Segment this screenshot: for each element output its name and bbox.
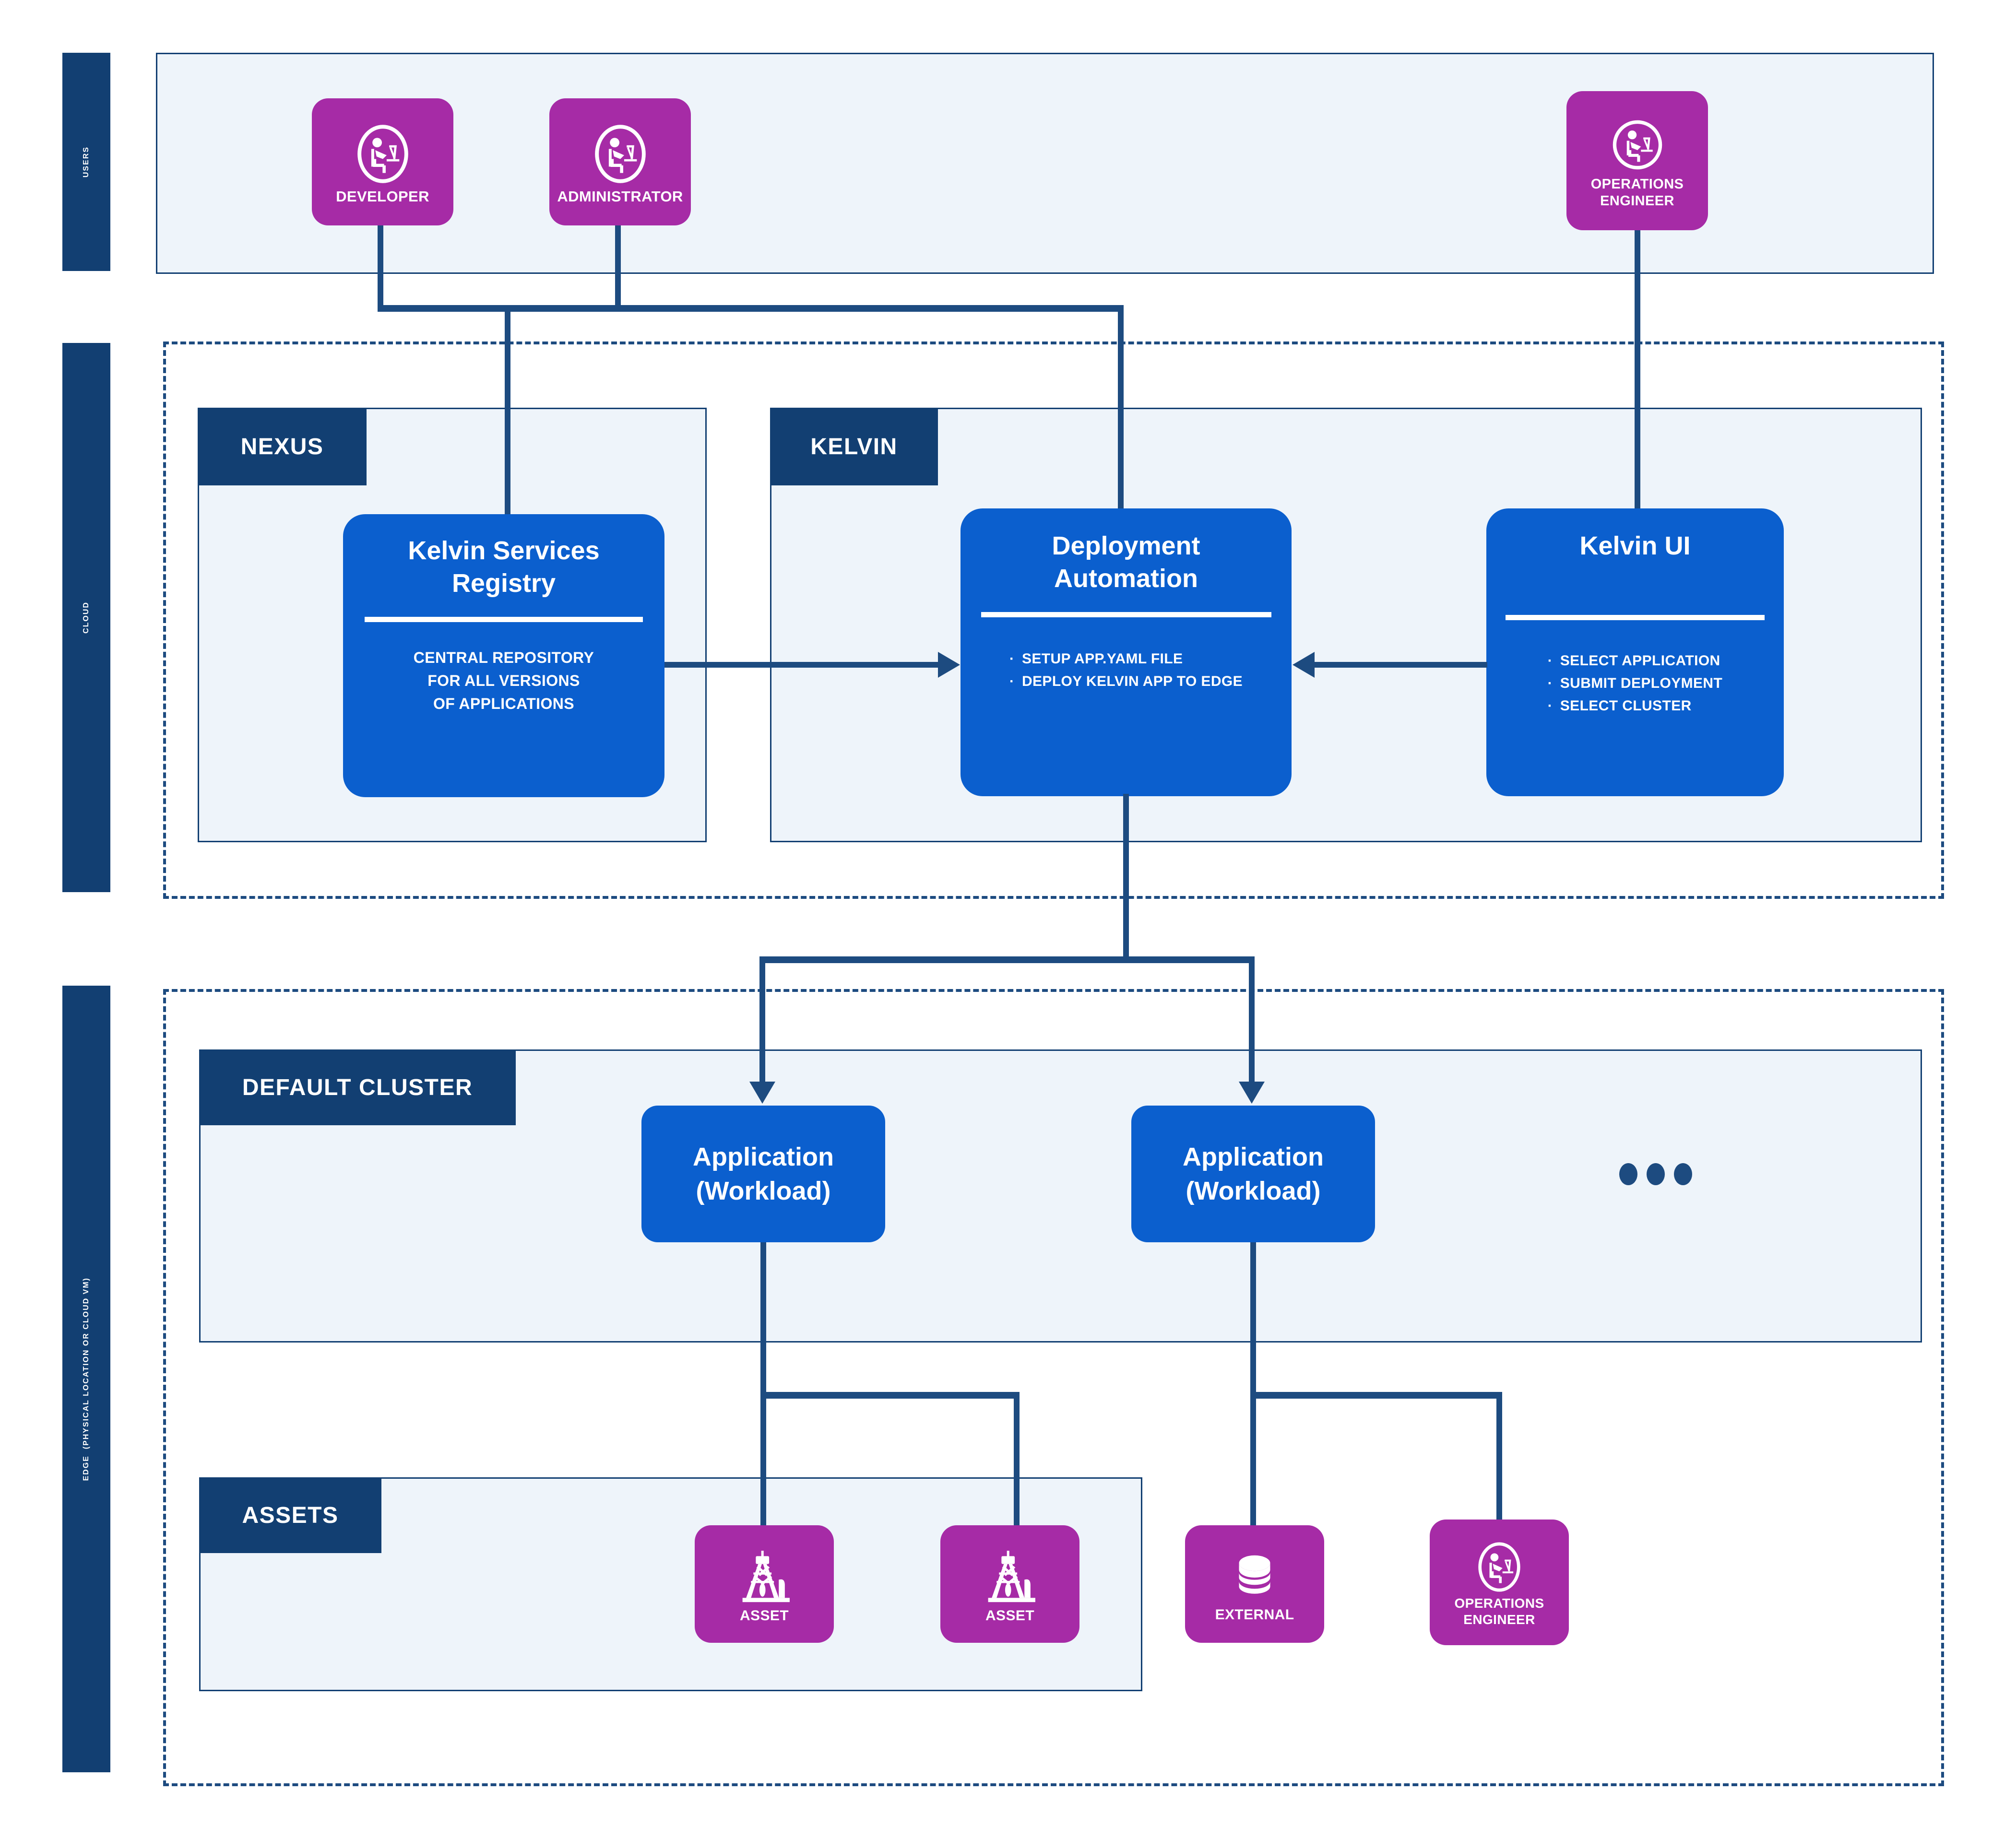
- nexus-group-tab: NEXUS: [198, 408, 367, 485]
- bullet-dot: ·: [1009, 673, 1015, 690]
- connector-workload-2-down: [1250, 1242, 1256, 1429]
- connector-registry-to-deployment: [664, 662, 939, 668]
- database-icon: [1227, 1548, 1282, 1606]
- card-divider: [365, 617, 643, 623]
- card-application-workload-1[interactable]: Application (Workload): [641, 1106, 885, 1242]
- ellipsis-dot: [1674, 1163, 1692, 1185]
- card-deployment-automation-title: Deployment Automation: [1052, 531, 1200, 593]
- lane-label-edge: EDGE (PHYSICAL LOCATION OR CLOUD VM): [62, 986, 110, 1772]
- connector-workload-2-to-external: [1250, 1392, 1256, 1526]
- edge-dashed-region: [163, 989, 1944, 1786]
- connector-workload-2-to-operations-engineer: [1496, 1392, 1502, 1526]
- default-cluster-group-tab: DEFAULT CLUSTER: [199, 1049, 516, 1125]
- list-item: · SETUP APP.YAML FILE: [1009, 651, 1243, 667]
- lane-label-cloud-text: CLOUD: [82, 601, 90, 634]
- lane-label-edge-text: EDGE (PHYSICAL LOCATION OR CLOUD VM): [82, 1277, 90, 1481]
- connector-bus-to-registry: [505, 305, 510, 516]
- lane-label-cloud: CLOUD: [62, 343, 110, 892]
- arrow-to-workload-2: [1239, 1082, 1265, 1104]
- edge-badge-operations-engineer[interactable]: OPERATIONS ENGINEER: [1430, 1520, 1569, 1645]
- edge-badge-operations-engineer-label: OPERATIONS ENGINEER: [1454, 1595, 1544, 1627]
- connector-workload-1-down: [760, 1242, 766, 1429]
- kelvin-group-tab: KELVIN: [770, 408, 938, 485]
- connector-bus-to-deployment: [1118, 305, 1124, 516]
- cloud-dashed-region: [163, 342, 1944, 899]
- card-application-workload-2-label: Application (Workload): [1183, 1143, 1324, 1205]
- connector-administrator-vertical: [615, 225, 621, 310]
- card-kelvin-services-registry-subtext: CENTRAL REPOSITORY FOR ALL VERSIONS OF A…: [413, 649, 594, 713]
- oil-rig-icon: [734, 1545, 795, 1607]
- card-deployment-automation-bullets: · SETUP APP.YAML FILE · DEPLOY KELVIN AP…: [1009, 651, 1243, 690]
- user-badge-administrator[interactable]: ADMINISTRATOR: [549, 98, 691, 225]
- assets-group-label: ASSETS: [242, 1502, 339, 1528]
- bullet-text: DEPLOY KELVIN APP TO EDGE: [1021, 673, 1243, 690]
- edge-badge-asset-2[interactable]: ASSET: [940, 1525, 1079, 1643]
- list-item: · SUBMIT DEPLOYMENT: [1548, 675, 1722, 692]
- user-badge-operations-engineer-label: OPERATIONS ENGINEER: [1590, 176, 1684, 209]
- bullet-dot: ·: [1547, 675, 1553, 692]
- arrow-to-workload-1: [749, 1082, 775, 1104]
- person-at-desk-icon: [1472, 1539, 1526, 1595]
- connector-users-bus-horizontal: [378, 305, 1124, 312]
- oil-rig-icon: [980, 1545, 1040, 1607]
- edge-badge-asset-1[interactable]: ASSET: [695, 1525, 834, 1643]
- card-kelvin-ui-bullets: · SELECT APPLICATION · SUBMIT DEPLOYMENT…: [1548, 653, 1722, 714]
- list-item: · SELECT CLUSTER: [1548, 698, 1722, 714]
- more-workloads-indicator: [1619, 1163, 1696, 1185]
- list-item: · DEPLOY KELVIN APP TO EDGE: [1009, 673, 1243, 690]
- arrow-registry-to-deployment: [938, 652, 960, 678]
- edge-badge-external-label: EXTERNAL: [1215, 1607, 1294, 1623]
- bullet-dot: ·: [1547, 653, 1553, 669]
- person-at-desk-icon: [589, 120, 652, 188]
- lane-label-users-text: USERS: [82, 146, 90, 178]
- card-kelvin-services-registry-title: Kelvin Services Registry: [408, 536, 600, 598]
- edge-badge-asset-1-label: ASSET: [739, 1608, 789, 1624]
- connector-workload-bus-horizontal: [759, 956, 1255, 963]
- list-item: · SELECT APPLICATION: [1548, 653, 1722, 669]
- bullet-text: SUBMIT DEPLOYMENT: [1560, 675, 1723, 692]
- user-badge-administrator-label: ADMINISTRATOR: [557, 188, 683, 205]
- connector-workload-1-to-asset-2: [1014, 1392, 1020, 1526]
- bullet-dot: ·: [1547, 698, 1553, 714]
- nexus-group-label: NEXUS: [240, 434, 324, 459]
- user-badge-developer[interactable]: DEVELOPER: [312, 98, 453, 225]
- user-badge-developer-label: DEVELOPER: [336, 188, 429, 205]
- lane-label-users: USERS: [62, 53, 110, 271]
- connector-workload-1-split: [760, 1392, 1020, 1399]
- kelvin-group-label: KELVIN: [810, 434, 898, 459]
- card-divider: [981, 612, 1271, 618]
- person-at-desk-icon: [351, 120, 415, 188]
- connector-bus-to-workload-2: [1249, 956, 1255, 1089]
- connector-workload-1-to-asset-1: [760, 1392, 766, 1526]
- person-at-desk-icon: [1608, 114, 1667, 176]
- card-kelvin-services-registry[interactable]: Kelvin Services Registry CENTRAL REPOSIT…: [343, 514, 664, 797]
- connector-operations-engineer-vertical: [1635, 230, 1640, 516]
- connector-workload-2-split: [1250, 1392, 1502, 1399]
- card-application-workload-1-label: Application (Workload): [693, 1143, 834, 1205]
- user-badge-operations-engineer[interactable]: OPERATIONS ENGINEER: [1566, 91, 1708, 230]
- default-cluster-group-label: DEFAULT CLUSTER: [242, 1074, 473, 1100]
- bullet-text: SELECT APPLICATION: [1560, 653, 1720, 669]
- card-kelvin-ui-title: Kelvin UI: [1579, 531, 1691, 560]
- bullet-text: SELECT CLUSTER: [1560, 698, 1692, 714]
- assets-group-tab: ASSETS: [199, 1477, 381, 1553]
- card-application-workload-2[interactable]: Application (Workload): [1131, 1106, 1375, 1242]
- bullet-dot: ·: [1009, 651, 1015, 667]
- connector-deployment-down: [1123, 794, 1129, 962]
- card-divider: [1506, 615, 1765, 621]
- card-deployment-automation[interactable]: Deployment Automation · SETUP APP.YAML F…: [961, 508, 1292, 796]
- card-kelvin-ui[interactable]: Kelvin UI · SELECT APPLICATION · SUBMIT …: [1486, 508, 1784, 796]
- edge-badge-asset-2-label: ASSET: [985, 1608, 1035, 1624]
- connector-kelvinui-to-deployment: [1315, 662, 1487, 668]
- bullet-text: SETUP APP.YAML FILE: [1021, 651, 1183, 667]
- ellipsis-dot: [1647, 1163, 1665, 1185]
- edge-badge-external[interactable]: EXTERNAL: [1185, 1525, 1324, 1643]
- ellipsis-dot: [1619, 1163, 1637, 1185]
- connector-bus-to-workload-1: [759, 956, 765, 1089]
- connector-developer-vertical: [378, 225, 383, 310]
- arrow-kelvinui-to-deployment: [1293, 652, 1315, 678]
